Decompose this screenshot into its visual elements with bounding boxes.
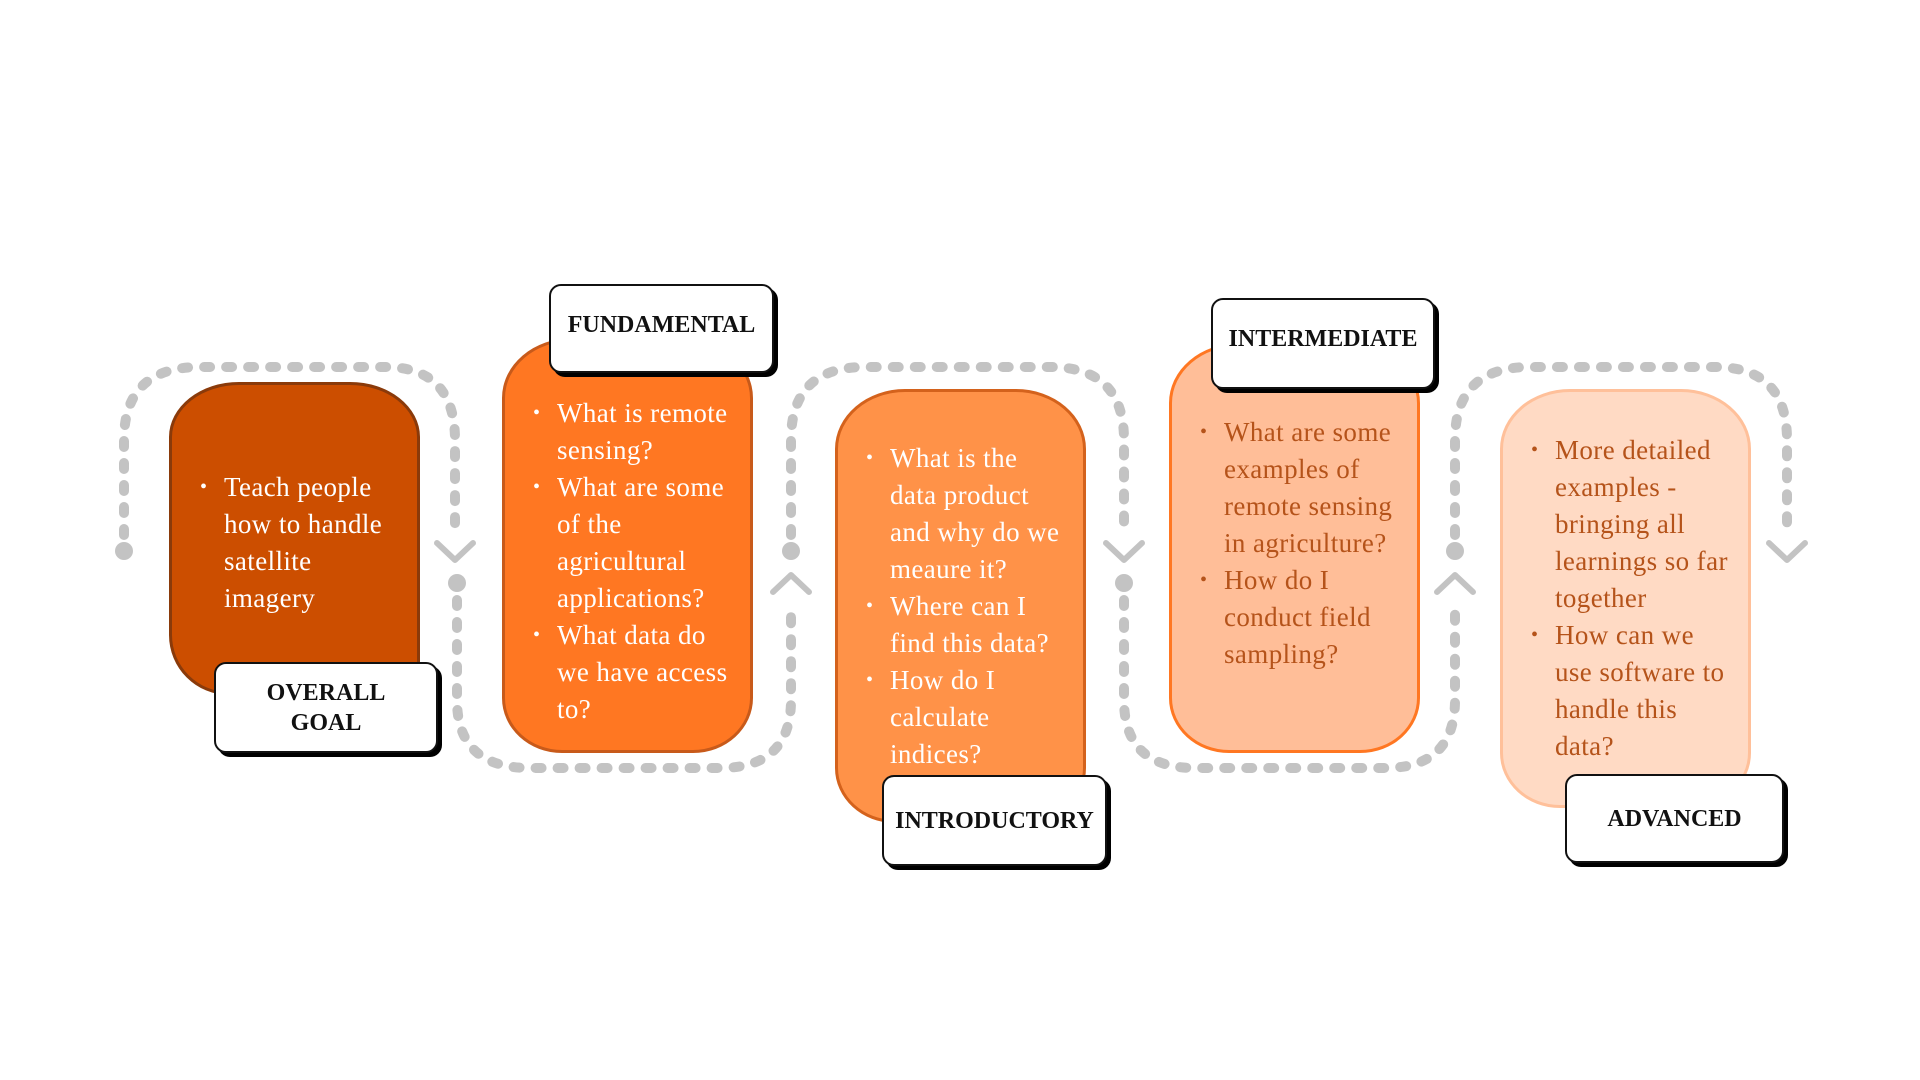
chevron-down-icon [1766,540,1808,563]
list-item: What is remote sensing? [533,395,738,469]
label-introductory: INTRODUCTORY [882,775,1107,866]
card-introductory: What is the data product and why do we m… [835,389,1086,823]
connector-path-3 [786,362,1129,540]
list-item: How do I conduct field sampling? [1200,562,1405,673]
label-fundamental: FUNDAMENTAL [549,284,774,373]
fundamental-list: What is remote sensing? What are some of… [505,395,750,728]
list-item: How do I calculate indices? [866,662,1071,773]
advanced-list: More detailed examples - bringing all le… [1503,432,1748,765]
chevron-down-icon [434,540,476,563]
label-advanced: ADVANCED [1565,774,1784,863]
connector-dot [782,542,800,560]
card-fundamental: What is remote sensing? What are some of… [502,338,753,753]
intermediate-list: What are some examples of remote sensing… [1172,414,1417,673]
list-item: Teach people how to handle satellite ima… [200,469,405,617]
chevron-up-icon [770,572,812,595]
card-advanced: More detailed examples - bringing all le… [1500,389,1751,808]
list-item: More detailed examples - bringing all le… [1531,432,1736,617]
card-intermediate: What are some examples of remote sensing… [1169,343,1420,753]
list-item: What are some examples of remote sensing… [1200,414,1405,562]
connector-path-5 [1450,362,1792,540]
connector-path-2 [452,595,796,773]
connector-dot [1446,542,1464,560]
card-overall-goal: Teach people how to handle satellite ima… [169,382,420,695]
list-item: What data do we have access to? [533,617,738,728]
chevron-down-icon [1103,540,1145,563]
list-item: How can we use software to handle this d… [1531,617,1736,765]
connector-dot [1115,574,1133,592]
label-overall-goal: OVERALL GOAL [214,662,438,753]
connector-path-4 [1119,595,1460,773]
chevron-up-icon [1434,572,1476,595]
list-item: Where can I find this data? [866,588,1071,662]
connector-dot [115,542,133,560]
connector-dot [448,574,466,592]
label-intermediate: INTERMEDIATE [1211,298,1435,389]
introductory-list: What is the data product and why do we m… [838,440,1083,773]
overall-goal-list: Teach people how to handle satellite ima… [172,469,417,617]
list-item: What are some of the agricultural applic… [533,469,738,617]
connector-path-1 [119,362,460,540]
list-item: What is the data product and why do we m… [866,440,1071,588]
